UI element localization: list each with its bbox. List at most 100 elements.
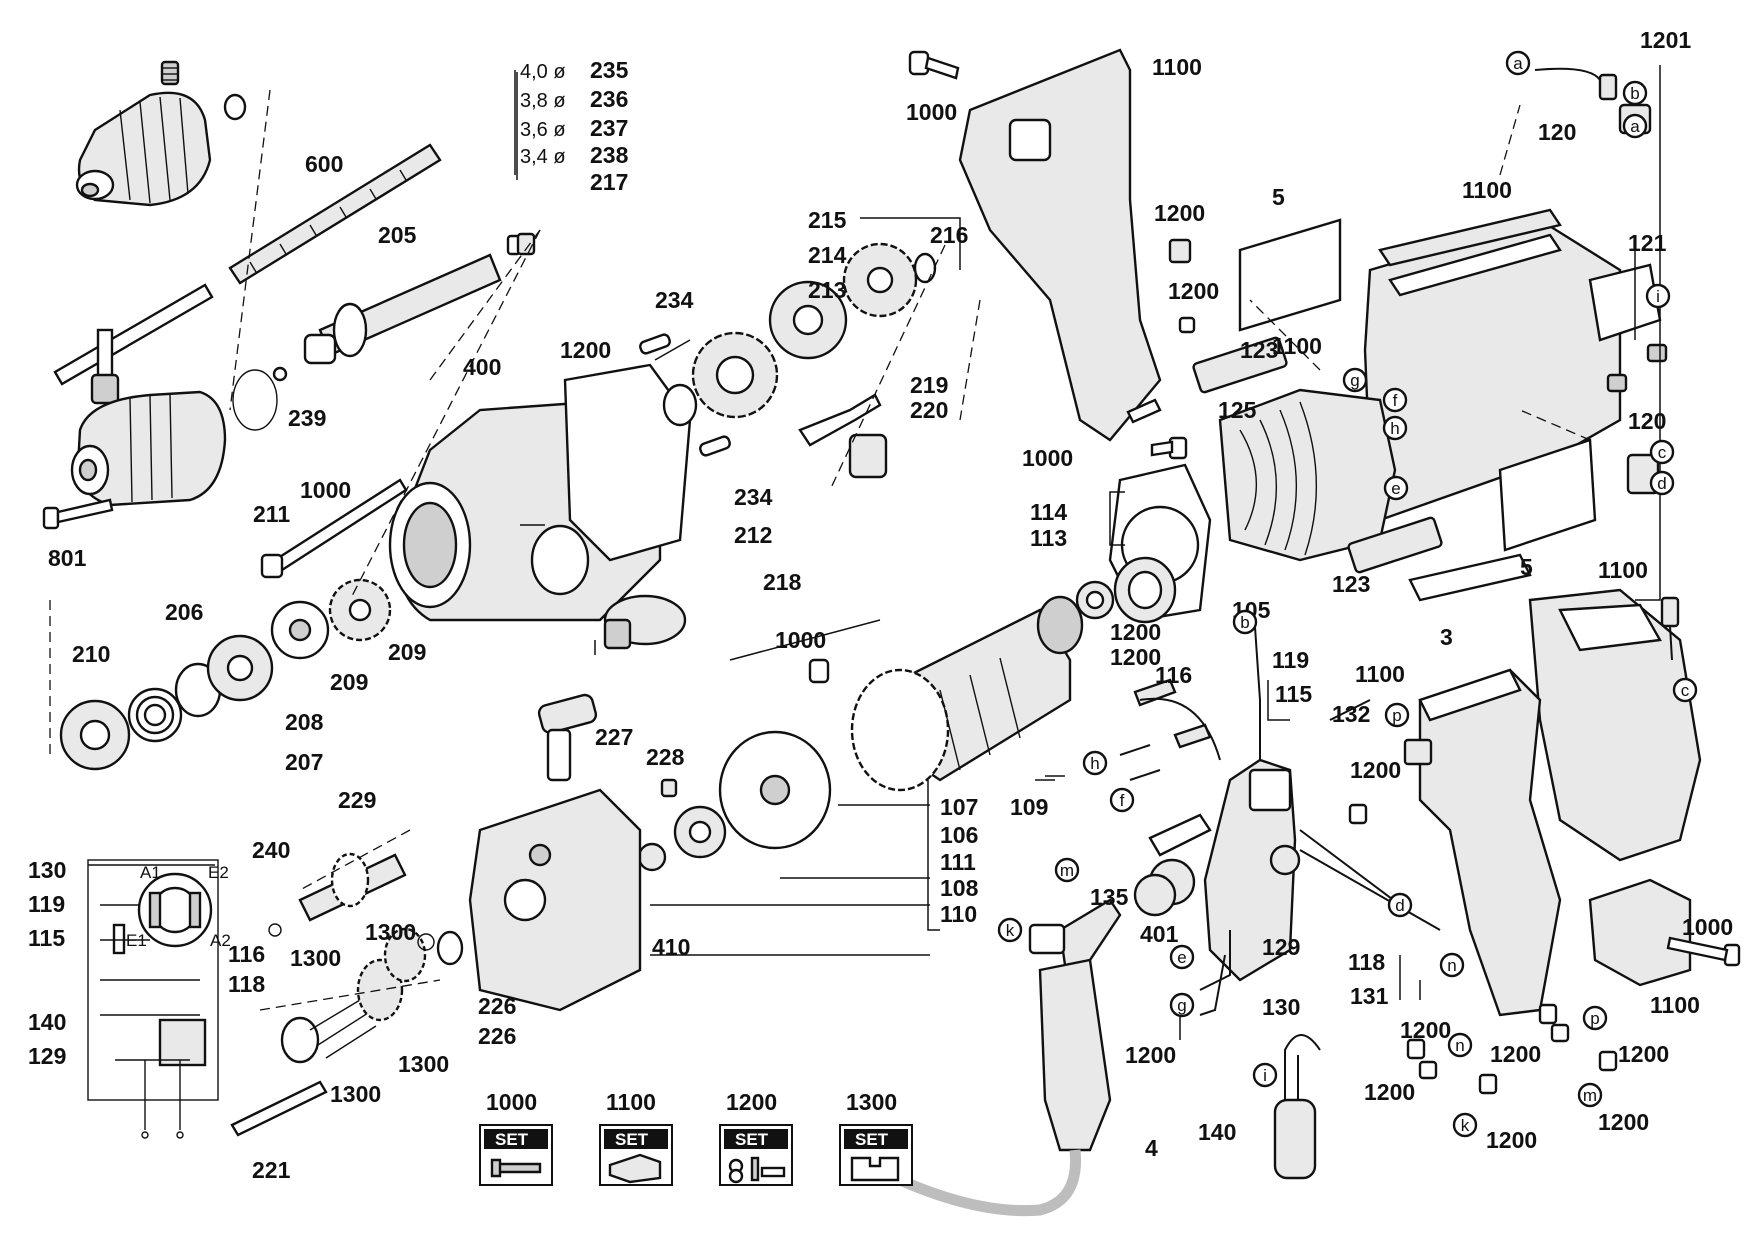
wire-letter-circle — [1384, 702, 1410, 728]
pin-part — [699, 435, 731, 457]
wire-letter-circle — [1452, 1112, 1478, 1138]
part-label: 1200 — [1154, 200, 1205, 226]
part-label: 213 — [808, 277, 846, 303]
wire-letter: g — [1350, 371, 1359, 390]
wire-letter-circle — [1109, 787, 1135, 813]
part-label: 1200 — [1598, 1109, 1649, 1135]
plug-part — [1178, 316, 1196, 334]
part-label: 1000 — [1682, 914, 1733, 940]
part-label: 106 — [940, 822, 978, 848]
part-label: 129 — [1262, 934, 1300, 960]
wire-letter-circle — [1645, 283, 1671, 309]
gear-switch-spring-part — [798, 393, 882, 447]
set-kit-badge: SET — [599, 1124, 673, 1186]
carbon-brush-part — [1646, 343, 1668, 363]
schematic-label: E2 — [208, 863, 229, 882]
chuck-key-part — [53, 283, 214, 405]
connector-part — [1598, 73, 1618, 101]
part-label: 240 — [252, 837, 290, 863]
part-label: 121 — [1628, 230, 1667, 256]
part-label: 1000 — [300, 477, 351, 503]
part-label: 1000 — [906, 99, 957, 125]
part-label: 218 — [763, 569, 802, 595]
wire-letter: b — [1240, 613, 1249, 632]
part-label: 220 — [910, 397, 948, 423]
part-label: 111 — [940, 849, 976, 875]
screw-part — [1538, 1003, 1558, 1025]
chuck-size: 4,0 ø — [520, 61, 566, 83]
part-label: 116 — [1155, 662, 1192, 688]
part-label: 217 — [590, 169, 628, 195]
wire-part — [1299, 829, 1401, 906]
switch-assembly-part — [1148, 758, 1297, 982]
chuck-part-number: 237 — [590, 115, 628, 141]
pin-part — [516, 232, 536, 256]
wire-part — [1129, 769, 1161, 781]
part-label: 1200 — [1168, 278, 1219, 304]
part-label: 1100 — [1598, 557, 1648, 583]
brush-cover-part — [1192, 336, 1288, 394]
part-label: 801 — [48, 545, 87, 571]
part-label: 119 — [28, 891, 65, 917]
grip-shell-right-part — [1528, 588, 1702, 862]
wire-letter: m — [1060, 861, 1074, 880]
part-label: 1000 — [1022, 445, 1073, 471]
part-label: 118 — [228, 971, 265, 997]
part-label: 140 — [28, 1009, 66, 1035]
terminal-part — [1418, 1060, 1438, 1080]
washer-part — [436, 930, 464, 966]
set-kit-number: 1000 — [486, 1089, 537, 1115]
suppressor-capacitor-part — [1273, 1034, 1321, 1180]
wire-letter: m — [1583, 1086, 1597, 1105]
schematic-label: A2 — [210, 931, 231, 950]
wire-letter-circle — [1232, 609, 1258, 635]
wire-letter-circle — [1252, 1062, 1278, 1088]
wire-letter: e — [1177, 948, 1186, 967]
gasket-plate-part — [563, 363, 692, 562]
left-hand-screw-part — [42, 498, 114, 530]
clutch-disc-part — [768, 280, 848, 360]
part-label: 1200 — [1400, 1017, 1451, 1043]
handle-shell-left-part — [958, 48, 1162, 442]
wire-letter: h — [1090, 754, 1099, 773]
housing-shell-icon — [608, 1153, 662, 1184]
wire-letter-circle — [1387, 892, 1413, 918]
part-label: 1300 — [365, 919, 416, 945]
wire-part — [1139, 697, 1221, 761]
part-label: 125 — [1218, 397, 1257, 423]
chuck-size: 3,8 ø — [520, 90, 566, 112]
part-label: 214 — [808, 242, 847, 268]
chuck-part-number: 238 — [590, 142, 629, 168]
spring-part — [280, 999, 377, 1064]
carbon-brush-part — [1606, 373, 1628, 393]
wire-letter: n — [1455, 1036, 1464, 1055]
wire-letter-circle — [1342, 367, 1368, 393]
set-kit-badge-label: SET — [735, 1130, 769, 1149]
part-label: 1300 — [290, 945, 341, 971]
part-label: 115 — [28, 925, 65, 951]
handle-screw-part — [1666, 936, 1741, 967]
part-label: 1200 — [560, 337, 611, 363]
handle-screw-part — [908, 50, 960, 80]
keyless-chuck-part — [75, 91, 212, 207]
wire-part — [1534, 67, 1606, 101]
set-kit-badge: SET — [479, 1124, 553, 1186]
stator-field-coil-part — [1218, 388, 1397, 562]
part-label: 1200 — [1618, 1041, 1669, 1067]
brush-cover-part — [1347, 516, 1443, 574]
part-label: 1200 — [1110, 644, 1161, 670]
part-label: 109 — [1010, 794, 1048, 820]
part-label: 1200 — [1490, 1041, 1541, 1067]
set-screw-part — [160, 60, 180, 86]
wire-letter: g — [1177, 996, 1186, 1015]
part-label: 216 — [930, 222, 968, 248]
wire-letter: c — [1681, 681, 1690, 700]
part-label: 120 — [1538, 119, 1576, 145]
gearbox-cover-part — [468, 788, 642, 1012]
power-cord-part — [897, 958, 1112, 1217]
small-parts-icon — [728, 1156, 786, 1184]
gear-part — [270, 600, 330, 660]
rod-part — [230, 1080, 328, 1137]
handle-cover-part — [1588, 878, 1692, 987]
